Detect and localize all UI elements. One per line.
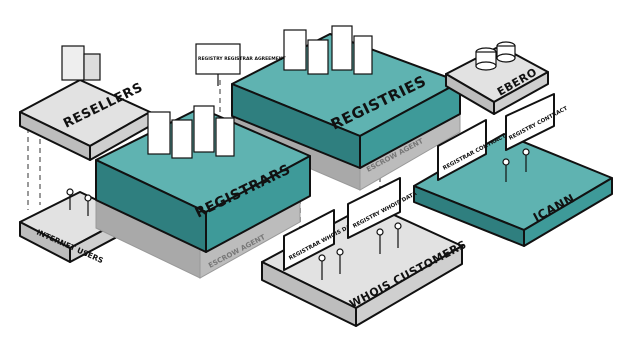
- ebero-platform: EBERO: [445, 41, 549, 115]
- database-icon: [475, 41, 516, 71]
- registrars-block: ESCROW AGENT REGISTRARS: [94, 105, 311, 279]
- agreement-text: REGISTRY REGISTRAR AGREEMENT: [198, 56, 287, 62]
- registries-block: ESCROW AGENT REGISTRIES: [230, 25, 462, 191]
- people-icon: [502, 148, 530, 182]
- people-icon: [66, 188, 92, 216]
- resellers-building: [61, 45, 101, 81]
- registry-registrar-agreement-sign: REGISTRY REGISTRAR AGREEMENT: [195, 43, 287, 86]
- icann-platform: ICANN REGISTRAR CONTRACT REGISTRY CONTRA…: [413, 93, 613, 247]
- registries-buildings: [283, 25, 373, 75]
- registrars-buildings: [147, 105, 235, 159]
- people-icon: [318, 222, 402, 280]
